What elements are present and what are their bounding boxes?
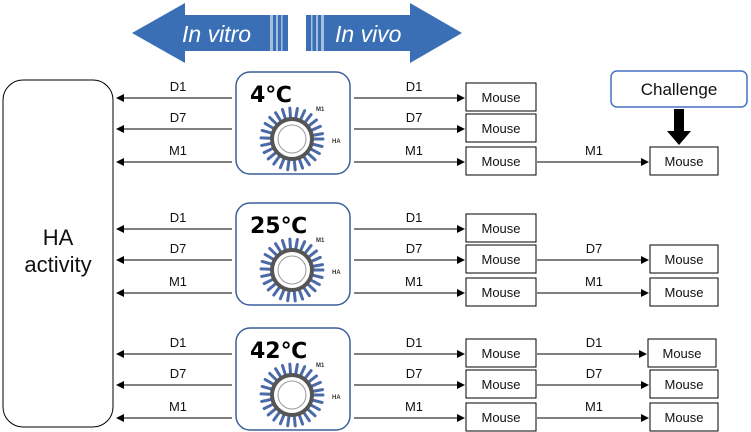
mouse-label: Mouse — [481, 221, 520, 236]
mouse-box — [465, 277, 537, 307]
in-vivo-time-label: D7 — [406, 366, 423, 381]
in-vitro-time-label: D7 — [170, 241, 187, 256]
challenge-mouse-label: Mouse — [664, 154, 703, 169]
mouse-box — [465, 338, 537, 368]
in-vivo-time-label: D1 — [406, 79, 423, 94]
in-vivo-time-label: D7 — [406, 110, 423, 125]
in-vitro-time-label: D1 — [170, 335, 187, 350]
particle-ha-label: HA — [332, 395, 341, 401]
challenge-mouse-box — [647, 338, 717, 368]
challenge-time-label: M1 — [585, 399, 603, 414]
ha-activity-line2: activity — [24, 252, 91, 277]
temperature-label: 25℃ — [250, 214, 307, 239]
ha-activity-box: HA activity — [2, 79, 114, 428]
in-vivo-label: In vivo — [335, 21, 402, 47]
in-vivo-time-label: D7 — [406, 241, 423, 256]
mouse-label: Mouse — [481, 154, 520, 169]
in-vitro-time-label: D1 — [170, 210, 187, 225]
mouse-box — [465, 402, 537, 432]
in-vitro-time-label: M1 — [169, 143, 187, 158]
in-vitro-time-label: D1 — [170, 79, 187, 94]
challenge-group: Challenge — [610, 70, 748, 145]
mouse-label: Mouse — [481, 252, 520, 267]
mouse-box — [465, 213, 537, 243]
challenge-time-label: M1 — [585, 274, 603, 289]
particle-m1-label: M1 — [316, 107, 325, 113]
in-vitro-time-label: M1 — [169, 399, 187, 414]
challenge-mouse-label: Mouse — [664, 285, 703, 300]
ha-activity-line1: HA — [43, 225, 74, 250]
in-vitro-label: In vitro — [182, 21, 251, 47]
particle-ha-label: HA — [332, 270, 341, 276]
challenge-label: Challenge — [641, 80, 718, 99]
in-vivo-time-label: M1 — [405, 399, 423, 414]
challenge-mouse-label: Mouse — [664, 377, 703, 392]
in-vivo-time-label: M1 — [405, 274, 423, 289]
challenge-mouse-box — [649, 277, 719, 307]
mouse-label: Mouse — [481, 377, 520, 392]
in-vivo-time-label: M1 — [405, 143, 423, 158]
challenge-box — [610, 70, 748, 108]
temperature-label: 4℃ — [250, 83, 292, 108]
challenge-mouse-box — [649, 146, 719, 176]
challenge-time-label: D7 — [586, 366, 603, 381]
mouse-box — [465, 244, 537, 274]
particle-ha-label: HA — [332, 139, 341, 145]
in-vitro-time-label: M1 — [169, 274, 187, 289]
mouse-box — [465, 369, 537, 399]
mouse-box — [465, 146, 537, 176]
particle-m1-label: M1 — [316, 363, 325, 369]
mouse-label: Mouse — [481, 90, 520, 105]
challenge-mouse-box — [649, 402, 719, 432]
challenge-mouse-label: Mouse — [664, 410, 703, 425]
in-vivo-time-label: D1 — [406, 335, 423, 350]
mouse-label: Mouse — [481, 121, 520, 136]
mouse-label: Mouse — [481, 346, 520, 361]
mouse-box — [465, 82, 537, 112]
challenge-mouse-box — [649, 369, 719, 399]
mouse-label: Mouse — [481, 285, 520, 300]
in-vivo-arrow: In vivo — [306, 3, 462, 63]
challenge-time-label: M1 — [585, 143, 603, 158]
particle-m1-label: M1 — [316, 238, 325, 244]
temperature-label: 42℃ — [250, 339, 307, 364]
challenge-mouse-box — [649, 244, 719, 274]
challenge-arrow-head — [667, 131, 691, 145]
in-vitro-time-label: D7 — [170, 366, 187, 381]
in-vivo-time-label: D1 — [406, 210, 423, 225]
mouse-box — [465, 113, 537, 143]
challenge-mouse-label: Mouse — [664, 252, 703, 267]
challenge-time-label: D1 — [586, 335, 603, 350]
in-vitro-arrow: In vitro — [132, 3, 288, 63]
challenge-arrow-shaft — [674, 109, 684, 132]
in-vitro-time-label: D7 — [170, 110, 187, 125]
challenge-time-label: D7 — [586, 241, 603, 256]
mouse-label: Mouse — [481, 410, 520, 425]
challenge-mouse-label: Mouse — [662, 346, 701, 361]
